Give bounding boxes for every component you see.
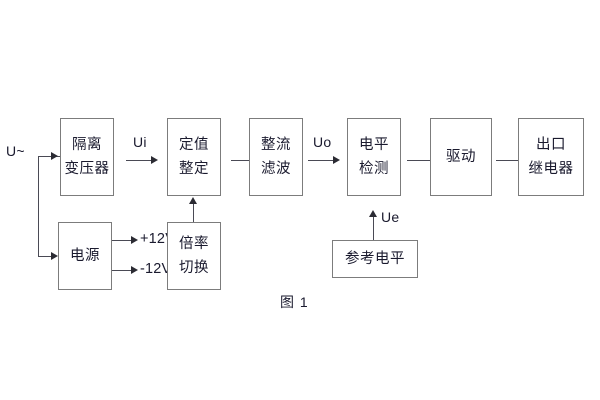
arrow-reference-to-level-detection <box>369 210 377 217</box>
arrow-transformer-to-setting <box>151 156 158 164</box>
block-rectifier-filter-line1: 整流 <box>261 136 291 153</box>
arrow-rail-positive-12v <box>131 236 138 244</box>
block-multiplier-switch-line2: 切换 <box>179 260 209 276</box>
connector-transformer-to-setting <box>126 160 152 161</box>
block-isolation-transformer-line1: 隔离 <box>72 136 102 153</box>
arrow-multiplier-to-setting <box>189 197 197 204</box>
rail-label-negative-12v: -12V <box>140 261 172 277</box>
connector-setting-to-rectifier <box>231 160 257 161</box>
block-multiplier-switch[interactable]: 倍率 切换 <box>167 222 221 290</box>
block-isolation-transformer[interactable]: 隔离 变压器 <box>60 118 114 196</box>
block-output-relay-line1: 出口 <box>536 136 566 153</box>
block-level-detection[interactable]: 电平 检测 <box>347 118 401 196</box>
connector-level-to-drive <box>407 160 435 161</box>
block-drive-line1: 驱动 <box>446 148 476 165</box>
block-power-supply-line1: 电源 <box>70 247 100 264</box>
input-bus-vertical-segment <box>38 156 39 256</box>
block-reference-level-line1: 参考电平 <box>345 250 405 267</box>
connector-rectifier-to-level <box>308 160 334 161</box>
block-output-relay-line2: 继电器 <box>528 161 574 177</box>
block-setting-value-line2: 整定 <box>179 161 209 177</box>
block-reference-level[interactable]: 参考电平 <box>332 240 418 278</box>
block-rectifier-filter-line2: 滤波 <box>261 161 291 177</box>
arrow-rail-negative-12v <box>131 266 138 274</box>
block-setting-value-line1: 定值 <box>179 136 209 153</box>
rail-line-negative-12v <box>112 270 134 271</box>
arrow-into-power-supply <box>51 252 58 260</box>
connector-multiplier-to-setting <box>193 203 194 222</box>
block-isolation-transformer-line2: 变压器 <box>64 161 110 177</box>
input-voltage-label: U~ <box>6 143 25 159</box>
block-output-relay[interactable]: 出口 继电器 <box>518 118 584 196</box>
block-rectifier-filter[interactable]: 整流 滤波 <box>249 118 303 196</box>
signal-label-ui: Ui <box>133 134 147 150</box>
arrow-rectifier-to-level <box>333 156 340 164</box>
arrow-into-isolation-transformer <box>51 152 58 160</box>
connector-reference-to-level-detection <box>373 216 374 240</box>
block-setting-value[interactable]: 定值 整定 <box>167 118 221 196</box>
signal-label-uo: Uo <box>313 134 332 150</box>
connector-drive-to-output-relay <box>496 160 522 161</box>
block-drive[interactable]: 驱动 <box>430 118 492 196</box>
signal-label-ue: Ue <box>381 209 400 225</box>
block-level-detection-line2: 检测 <box>359 161 389 177</box>
block-multiplier-switch-line1: 倍率 <box>179 235 209 252</box>
figure-caption: 图 1 <box>280 294 309 310</box>
block-level-detection-line1: 电平 <box>359 136 389 153</box>
input-bus-bottom-segment <box>38 256 52 257</box>
block-power-supply[interactable]: 电源 <box>58 222 112 290</box>
rail-label-positive-12v: +12V <box>140 231 176 247</box>
rail-line-positive-12v <box>112 240 134 241</box>
